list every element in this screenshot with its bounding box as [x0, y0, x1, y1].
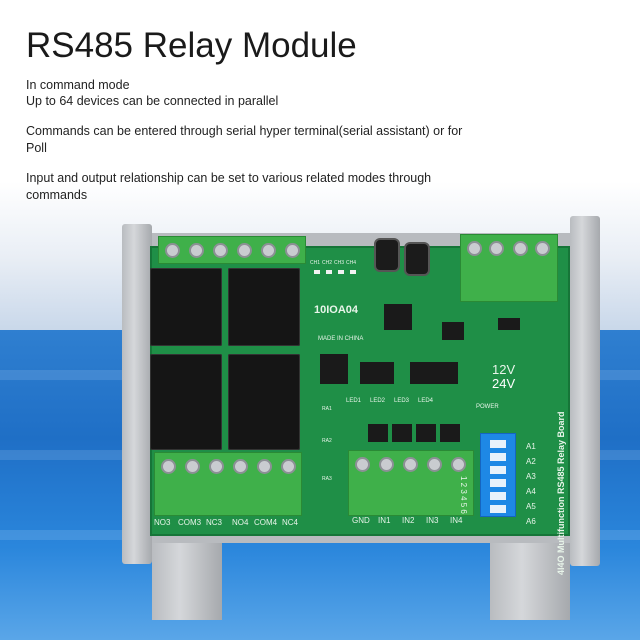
screw-icon: [213, 243, 228, 258]
made-in-label: MADE IN CHINA: [318, 336, 364, 342]
screw-icon: [451, 457, 466, 472]
description-line: Input and output relationship can be set…: [26, 171, 432, 202]
optocoupler: [368, 424, 388, 442]
screw-icon: [189, 243, 204, 258]
dip-toggle: [490, 440, 506, 448]
relay: [228, 354, 300, 450]
board-name-label: 4I4O Multifunction RS485 Relay Board: [556, 411, 566, 575]
ch-label: CH3: [334, 260, 345, 266]
terminal-label: GND: [352, 516, 370, 525]
dip-switch: [480, 433, 516, 517]
screw-icon: [185, 459, 200, 474]
terminal-label: IN1: [378, 516, 391, 525]
capacitor: [404, 242, 430, 276]
ra-label: RA1: [322, 406, 332, 412]
relay: [150, 268, 222, 346]
screw-icon: [209, 459, 224, 474]
screw-icon: [165, 243, 180, 258]
capacitor: [374, 238, 400, 272]
diode: [498, 318, 520, 330]
dip-toggle: [490, 466, 506, 474]
terminal-label: IN2: [402, 516, 415, 525]
output-terminal-block: [154, 452, 302, 516]
dip-toggle: [490, 492, 506, 500]
screw-icon: [427, 457, 442, 472]
description-line: Up to 64 devices can be connected in par…: [26, 94, 279, 108]
screw-icon: [403, 457, 418, 472]
screw-icon: [261, 243, 276, 258]
description-line: In command mode: [26, 78, 130, 92]
ch-label: CH4: [346, 260, 357, 266]
led: [350, 270, 356, 274]
din-rail-foot: [490, 540, 570, 620]
page-title: RS485 Relay Module: [26, 26, 357, 65]
enclosure-side-right: [570, 216, 600, 566]
power-label: POWER: [476, 404, 499, 410]
description-line: Commands can be entered through serial h…: [26, 124, 463, 155]
ra-label: RA2: [322, 438, 332, 444]
voltage-24-label: 24V: [492, 376, 516, 391]
dip-toggle: [490, 453, 506, 461]
screw-icon: [285, 243, 300, 258]
dip-toggle: [490, 479, 506, 487]
optocoupler: [440, 424, 460, 442]
ic-chip: [410, 362, 458, 384]
led: [338, 270, 344, 274]
dip-toggle: [490, 505, 506, 513]
terminal-label: NC3: [206, 518, 223, 527]
optocoupler: [392, 424, 412, 442]
dip-address-label: A2: [526, 457, 536, 466]
dip-address-label: A3: [526, 472, 536, 481]
terminal-label: NC4: [282, 518, 299, 527]
terminal-label: COM4: [254, 518, 278, 527]
screw-icon: [355, 457, 370, 472]
led: [314, 270, 320, 274]
relay: [228, 268, 300, 346]
screw-icon: [257, 459, 272, 474]
ic-chip: [442, 322, 464, 340]
dip-number-label: 1 2 3 4 5 6: [459, 476, 468, 514]
relay: [150, 354, 222, 450]
screw-icon: [233, 459, 248, 474]
terminal-label: IN3: [426, 516, 439, 525]
led-label: LED4: [418, 398, 434, 404]
voltage-12-label: 12V: [492, 362, 516, 377]
terminal-label: COM3: [178, 518, 202, 527]
led: [326, 270, 332, 274]
dip-address-label: A5: [526, 502, 536, 511]
ch-label: CH1: [310, 260, 321, 266]
screw-icon: [489, 241, 504, 256]
led-label: LED3: [394, 398, 410, 404]
ic-chip: [360, 362, 394, 384]
model-label: 10IOA04: [314, 304, 359, 316]
dip-address-label: A1: [526, 442, 536, 451]
optocoupler: [416, 424, 436, 442]
ch-label: CH2: [322, 260, 333, 266]
screw-icon: [379, 457, 394, 472]
dip-address-label: A4: [526, 487, 536, 496]
regulator-chip: [384, 304, 412, 330]
screw-icon: [467, 241, 482, 256]
screw-icon: [237, 243, 252, 258]
terminal-block-top-left: [158, 236, 306, 264]
terminal-label: NO4: [232, 518, 249, 527]
terminal-label: NO3: [154, 518, 171, 527]
terminal-block-top-right: [460, 234, 558, 302]
screw-icon: [513, 241, 528, 256]
enclosure-side-left: [122, 224, 152, 564]
ic-chip: [320, 354, 348, 384]
din-rail-foot: [152, 540, 222, 620]
led-label: LED2: [370, 398, 386, 404]
dip-address-label: A6: [526, 517, 536, 526]
screw-icon: [161, 459, 176, 474]
input-terminal-block: [348, 450, 474, 516]
screw-icon: [535, 241, 550, 256]
ra-label: RA3: [322, 476, 332, 482]
terminal-label: IN4: [450, 516, 463, 525]
screw-icon: [281, 459, 296, 474]
led-label: LED1: [346, 398, 362, 404]
